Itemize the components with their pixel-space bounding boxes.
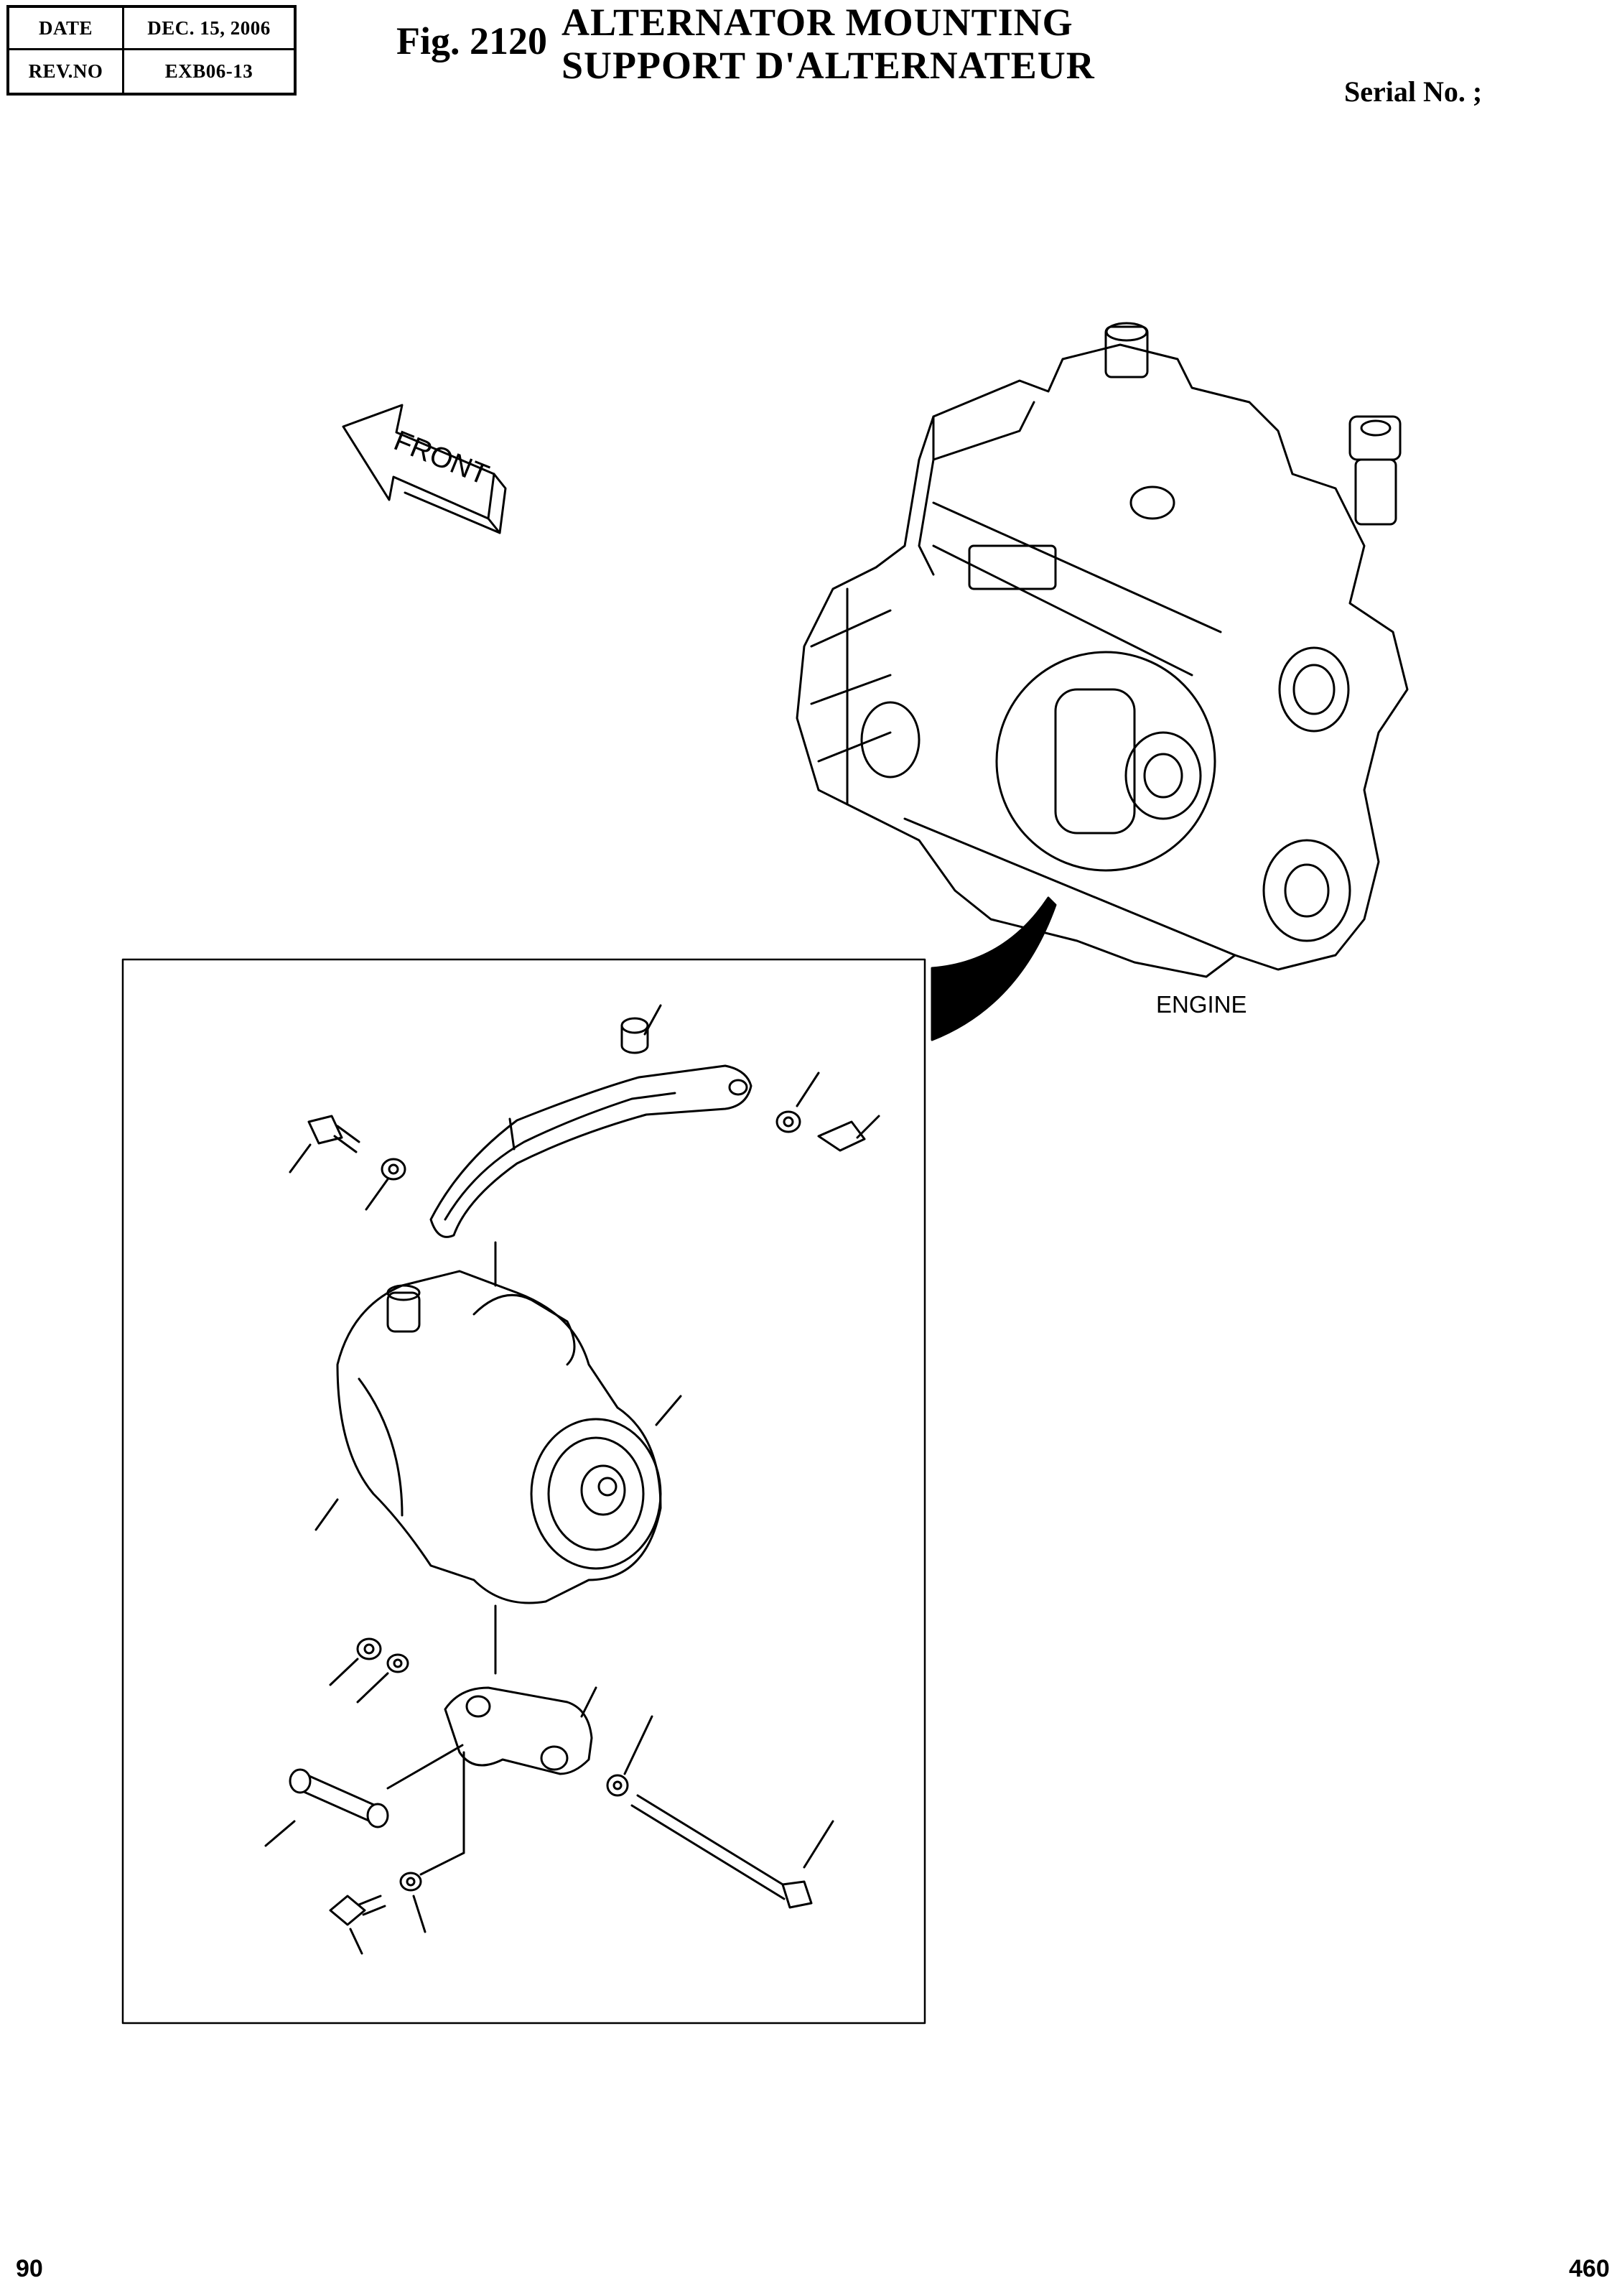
washer (386, 1653, 409, 1673)
lower-bracket (444, 1686, 593, 1775)
rev-value: EXB06-13 (164, 60, 253, 82)
revision-table: DATE DEC. 15, 2006 REV.NO EXB06-13 (6, 5, 297, 96)
long-bolt (630, 1794, 813, 1909)
bolt-bottom (329, 1895, 386, 1926)
engine-label: ENGINE (1156, 991, 1247, 1018)
nut (356, 1637, 382, 1660)
serial-number: Serial No. ; (1344, 75, 1483, 108)
engine-illustration (796, 322, 1409, 978)
washer (399, 1872, 422, 1892)
detail-frame (121, 958, 926, 2025)
spacer-sleeve (289, 1768, 389, 1828)
date-value: DEC. 15, 2006 (124, 8, 294, 50)
page-number-right: 460 (1569, 2255, 1610, 2282)
washer (381, 1158, 406, 1181)
washer (606, 1774, 629, 1797)
title-french: SUPPORT D'ALTERNATEUR (561, 44, 1095, 87)
front-arrow-icon (342, 404, 507, 534)
rev-label: REV.NO (9, 50, 124, 93)
adjusting-bracket (429, 1064, 752, 1238)
bolt-right (817, 1120, 866, 1152)
spacer-top (620, 1017, 649, 1054)
washer (775, 1110, 801, 1133)
page-number-left: 90 (16, 2255, 43, 2282)
date-label: DATE (9, 8, 124, 50)
title-english: ALTERNATOR MOUNTING (561, 1, 1073, 44)
figure-number: Fig. 2120 (396, 19, 547, 62)
bolt-left (307, 1115, 360, 1153)
alternator (336, 1270, 662, 1604)
